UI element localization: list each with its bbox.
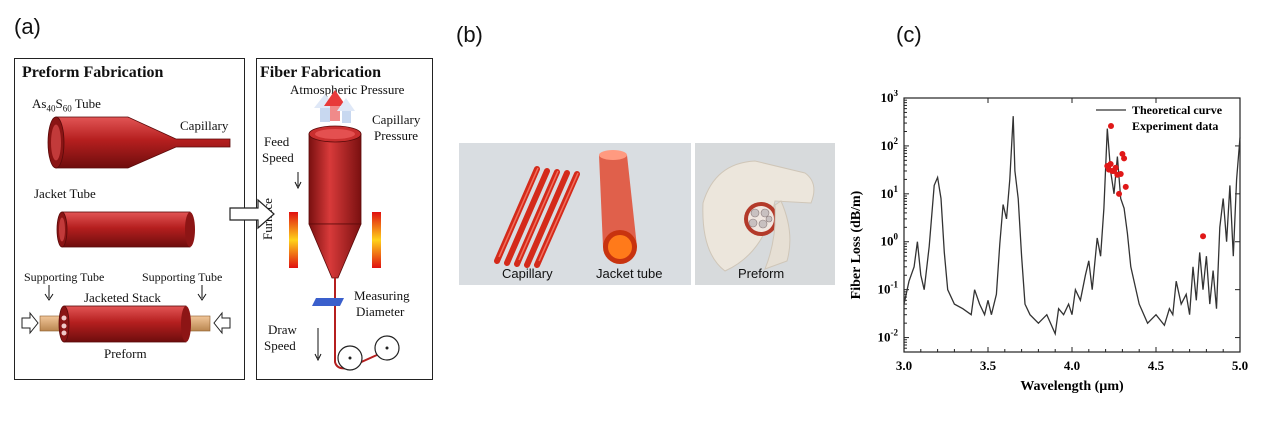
supporting-tube-left-label: Supporting Tube [24, 270, 105, 284]
jacketed-stack-label: Jacketed Stack [84, 290, 161, 305]
x-axis-label: Wavelength (µm) [1020, 379, 1124, 394]
y-tick-label: 101 [881, 184, 899, 201]
experiment-data-point [1117, 170, 1124, 177]
feed-speed-label-1: Feed [264, 134, 290, 149]
draw-speed-label-2: Speed [264, 338, 296, 353]
capillary-pressure-label-1: Capillary [372, 112, 421, 127]
x-tick-label: 5.0 [1232, 358, 1248, 373]
experiment-data-point [1116, 190, 1123, 197]
chart-series [903, 116, 1241, 337]
panel-a-drawings [21, 90, 400, 371]
photo-caption-jacket-tube: Jacket tube [596, 266, 663, 281]
experiment-data-point [1121, 155, 1128, 162]
legend-point-swatch [1108, 123, 1114, 129]
atmospheric-pressure-label: Atmospheric Pressure [290, 82, 405, 97]
fiber-fabrication-title: Fiber Fabrication [260, 64, 382, 81]
as40s60-tube-drawing [47, 116, 231, 169]
feed-speed-label-2: Speed [262, 150, 294, 165]
panel-c-label: (c) [896, 22, 922, 47]
experiment-data-point [1200, 233, 1207, 240]
fiber-loss-chart: 3.0 3.5 4.0 4.5 5.0 103 102 101 100 10-1 10-2 Theo… [849, 90, 1249, 394]
y-tick-label: 102 [881, 136, 899, 153]
legend-label: Theoretical curve [1132, 103, 1223, 117]
push-arrow-right [213, 311, 231, 335]
capillary-label: Capillary [180, 118, 229, 133]
preform-photo [695, 143, 835, 285]
measuring-label-1: Measuring [354, 288, 410, 303]
y-tick-label: 100 [881, 232, 899, 249]
panel-b-label: (b) [456, 22, 483, 47]
y-tick-label: 10-1 [878, 280, 899, 297]
capillary-pressure-label-2: Pressure [374, 128, 419, 143]
experiment-data-point [1107, 160, 1114, 167]
process-arrow [229, 198, 275, 230]
x-tick-label: 4.0 [1064, 358, 1080, 373]
preform-label: Preform [104, 346, 147, 361]
y-tick-label: 10-2 [878, 328, 899, 345]
x-tick-label: 3.5 [980, 358, 997, 373]
jacketed-stack-drawing [39, 305, 211, 343]
photo-caption-preform: Preform [738, 266, 785, 281]
as40s60-tube-label: As40S60 Tube [32, 96, 101, 114]
supporting-tube-right-label: Supporting Tube [142, 270, 223, 284]
fiber-draw-tower-drawing [289, 90, 400, 371]
y-tick-label: 103 [881, 90, 899, 105]
photo-caption-capillary: Capillary [502, 266, 553, 281]
theoretical-curve-line [903, 116, 1241, 337]
chart-axes: 3.0 3.5 4.0 4.5 5.0 103 102 101 100 10-1 10-2 [878, 90, 1249, 373]
x-tick-label: 4.5 [1148, 358, 1165, 373]
capillary-jacket-photo [459, 143, 691, 285]
jacket-tube-drawing [56, 211, 195, 248]
legend-label: Experiment data [1132, 119, 1218, 133]
experiment-data-point [1112, 164, 1119, 171]
draw-speed-label-1: Draw [268, 322, 297, 337]
panel-a-label: (a) [14, 14, 41, 39]
y-axis-label: Fiber Loss (dB/m) [849, 190, 864, 299]
preform-fabrication-title: Preform Fabrication [22, 64, 164, 81]
measuring-label-2: Diameter [356, 304, 405, 319]
jacket-tube-label: Jacket Tube [34, 186, 96, 201]
push-arrow-left [21, 311, 39, 335]
x-tick-label: 3.0 [896, 358, 912, 373]
experiment-data-point [1122, 183, 1129, 190]
